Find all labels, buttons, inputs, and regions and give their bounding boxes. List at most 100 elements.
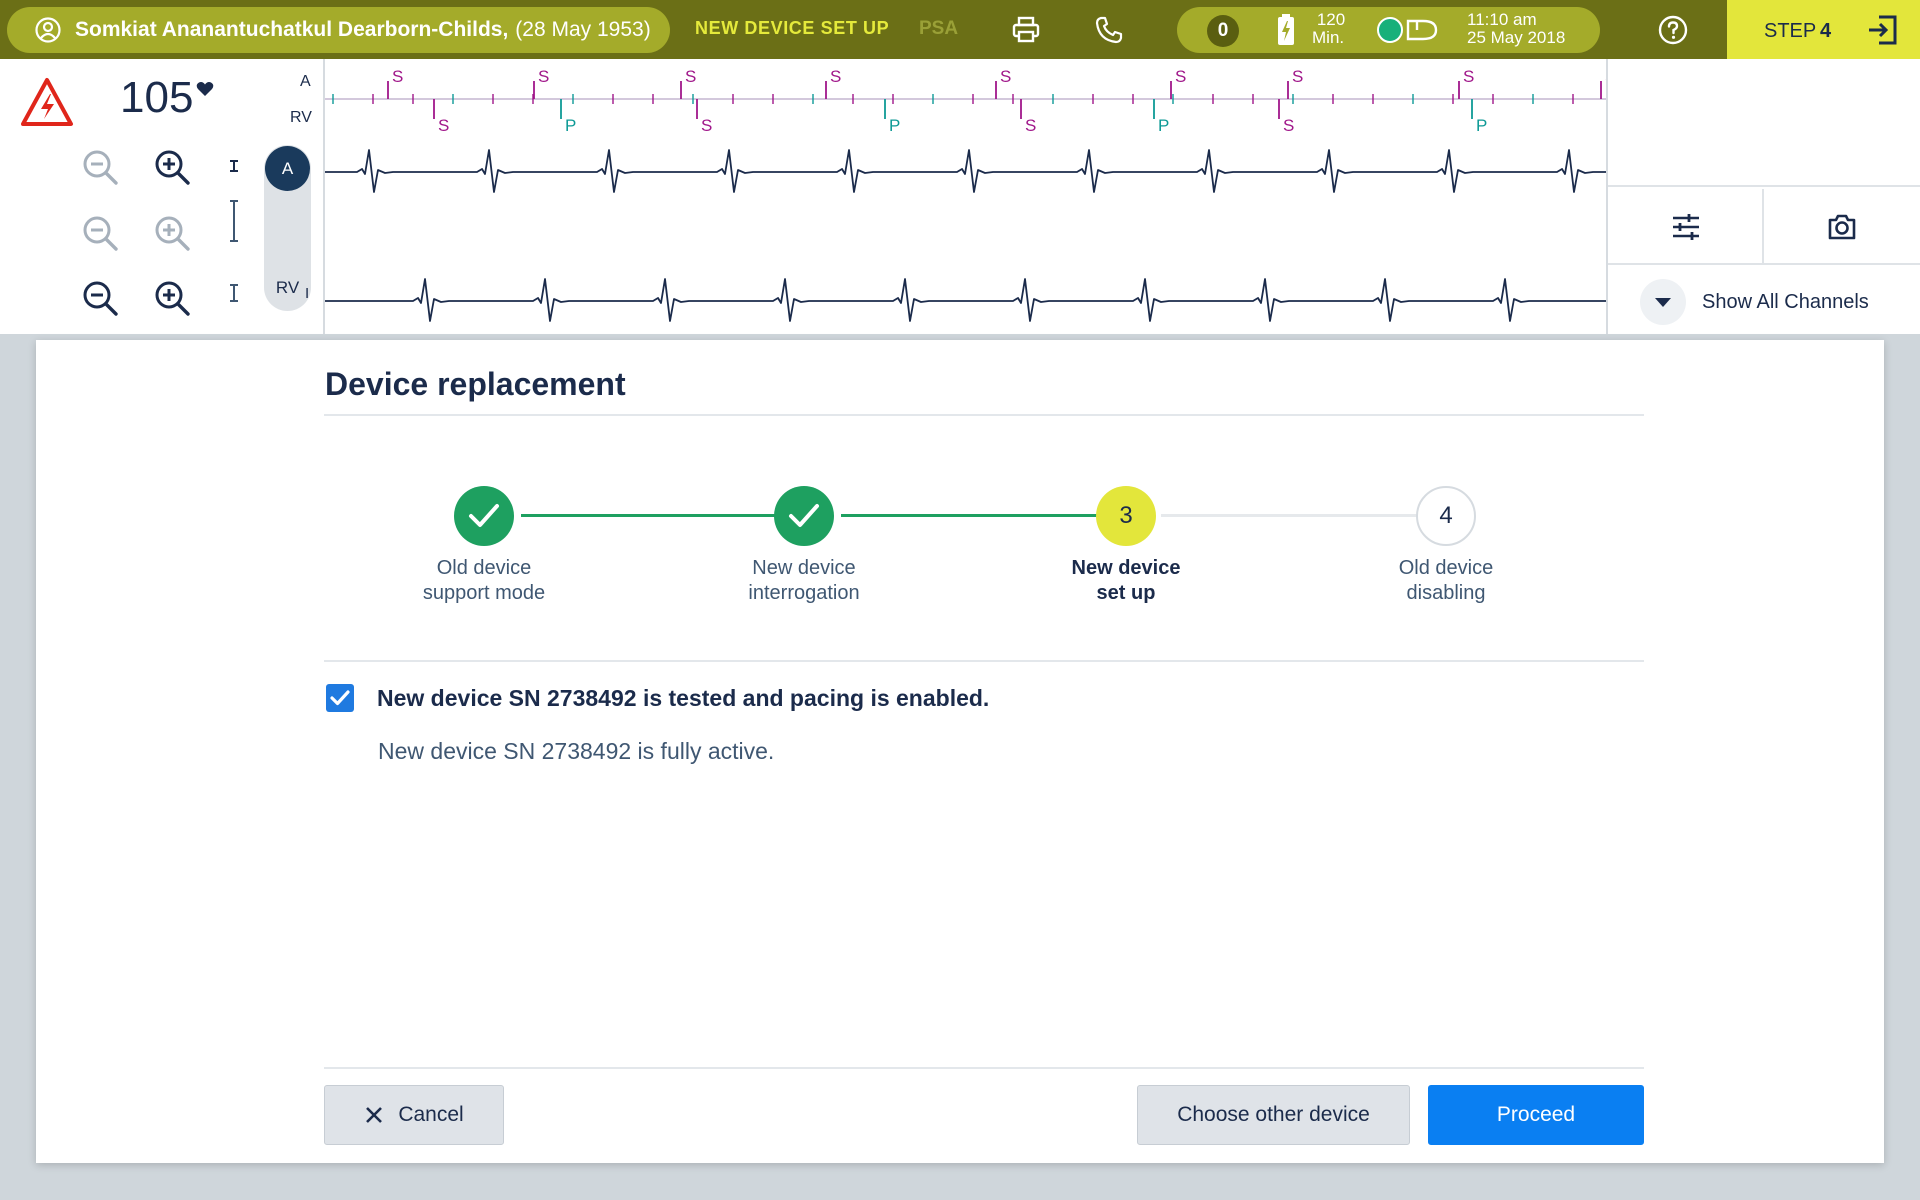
device-icon <box>1406 19 1438 41</box>
step-indicator[interactable]: STEP 4 <box>1727 0 1920 59</box>
phone-icon[interactable] <box>1093 14 1125 46</box>
chevron-down-icon <box>1640 279 1686 325</box>
gain-large-icon[interactable] <box>227 199 241 243</box>
mode-label[interactable]: NEW DEVICE SET UP <box>695 18 890 38</box>
channel-toggle[interactable]: A RV <box>264 145 311 311</box>
step-1-label: Old device support mode <box>374 556 594 606</box>
check-icon <box>789 504 819 527</box>
gain-small-icon[interactable] <box>227 159 241 173</box>
step-4-pending: 4 <box>1416 486 1476 546</box>
step-4-label-line1: Old device <box>1398 557 1494 579</box>
cancel-label: Cancel <box>398 1103 464 1126</box>
step-2-label-line1: New device <box>752 557 856 579</box>
sense-marker-label: S <box>438 116 449 135</box>
heart-icon <box>196 82 214 96</box>
confirm-row: New device SN 2738492 is tested and paci… <box>326 684 989 712</box>
sense-marker-label: S <box>1000 67 1011 86</box>
step-label: STEP <box>1764 20 1817 42</box>
zoom-in-icon[interactable] <box>152 213 192 253</box>
sliders-icon <box>1673 214 1699 240</box>
status-pill: 0 120 Min. 11:10 am 25 May 2018 <box>1177 7 1600 53</box>
show-all-channels-label: Show All Channels <box>1702 290 1869 313</box>
sense-marker-label: S <box>685 67 696 86</box>
step-connector-done <box>841 514 1113 517</box>
step-connector-done <box>521 514 793 517</box>
device-status-text: New device SN 2738492 is fully active. <box>378 738 775 764</box>
camera-button[interactable] <box>1764 189 1920 265</box>
patient-dob: (28 May 1953) <box>515 18 651 41</box>
step-2-label-line2: interrogation <box>748 582 860 604</box>
step-4-label: Old device disabling <box>1336 556 1556 606</box>
title-divider <box>324 414 1644 416</box>
confirm-text: New device SN 2738492 is tested and paci… <box>377 684 990 711</box>
choose-other-device-button[interactable]: Choose other device <box>1137 1085 1410 1145</box>
gain-medium-icon[interactable] <box>227 283 241 303</box>
pace-marker-label: P <box>565 116 576 135</box>
step-3-current: 3 <box>1096 486 1156 546</box>
stepper-divider <box>324 660 1644 662</box>
step-1-label-line2: support mode <box>422 582 546 604</box>
channel-label-a: A <box>300 73 311 90</box>
proceed-button[interactable]: Proceed <box>1428 1085 1644 1145</box>
side-panel-blank <box>1608 59 1920 187</box>
channel-rv-button[interactable]: RV <box>275 278 300 297</box>
sense-marker-label: S <box>701 116 712 135</box>
camera-icon <box>1828 214 1856 240</box>
ecg-waveforms: SSSSSSSSSSPSPSPSP <box>325 67 1606 322</box>
battery-icon <box>1278 14 1294 45</box>
pace-marker-label: P <box>889 116 900 135</box>
device-replacement-dialog: Device replacement 3 4 Old device suppor… <box>36 340 1884 1163</box>
ecg-side-panel: Show All Channels <box>1608 59 1920 334</box>
zoom-in-icon[interactable] <box>152 147 192 187</box>
check-icon <box>469 504 499 527</box>
step-1-complete <box>454 486 514 546</box>
print-icon[interactable] <box>1010 14 1042 46</box>
lead-label: I <box>305 285 310 302</box>
zoom-in-icon[interactable] <box>152 278 192 318</box>
sense-marker-label: S <box>538 67 549 86</box>
patient-info-pill[interactable]: Somkiat Ananantuchatkul Dearborn-Childs,… <box>7 7 670 53</box>
ecg-controls: 105 A RV <box>0 59 323 334</box>
ventricular-waveform <box>325 278 1606 322</box>
sense-marker-label: S <box>1463 67 1474 86</box>
battery-unit: Min. <box>1312 28 1345 47</box>
step-number: 4 <box>1820 20 1832 42</box>
channel-label-rv: RV <box>290 109 312 126</box>
close-icon <box>366 1107 383 1123</box>
clock-date: 25 May 2018 <box>1467 28 1566 47</box>
sense-marker-label: S <box>830 67 841 86</box>
heart-rate-value: 105 <box>120 73 194 122</box>
event-counter[interactable]: 0 <box>1207 15 1239 47</box>
step-3-label-line1: New device <box>1071 557 1181 579</box>
patient-name: Somkiat Ananantuchatkul Dearborn-Childs, <box>75 18 509 41</box>
confirm-checkbox[interactable] <box>326 684 354 712</box>
channel-a-button[interactable]: A <box>265 146 310 191</box>
person-icon <box>35 17 61 43</box>
exit-icon[interactable] <box>1866 13 1900 47</box>
step-3-label: New device set up <box>1016 556 1236 606</box>
zoom-out-icon[interactable] <box>80 213 120 253</box>
cancel-button[interactable]: Cancel <box>324 1085 504 1145</box>
step-4-label-line2: disabling <box>1406 582 1486 604</box>
atrial-waveform <box>325 149 1606 193</box>
step-3-label-line2: set up <box>1096 582 1156 604</box>
sense-marker-label: S <box>1025 116 1036 135</box>
top-bar: Somkiat Ananantuchatkul Dearborn-Childs,… <box>0 0 1920 59</box>
dialog-title: Device replacement <box>325 366 626 402</box>
step-1-label-line1: Old device <box>436 557 532 579</box>
shock-alert-icon[interactable] <box>20 77 74 127</box>
step-2-label: New device interrogation <box>694 556 914 606</box>
zoom-out-icon[interactable] <box>80 278 120 318</box>
step-connector-pending <box>1161 514 1433 517</box>
battery-value: 120 <box>1316 10 1346 29</box>
help-icon[interactable] <box>1657 14 1689 46</box>
checkmark-icon <box>330 690 350 706</box>
sense-marker-label: S <box>1605 67 1606 86</box>
sense-marker-label: S <box>392 67 403 86</box>
settings-button[interactable] <box>1608 189 1764 265</box>
show-all-channels-toggle[interactable]: Show All Channels <box>1640 277 1869 327</box>
clock-time: 11:10 am <box>1467 10 1537 29</box>
zoom-out-icon[interactable] <box>80 147 120 187</box>
psa-tab[interactable]: PSA <box>919 18 959 39</box>
pace-marker-label: P <box>1476 116 1487 135</box>
